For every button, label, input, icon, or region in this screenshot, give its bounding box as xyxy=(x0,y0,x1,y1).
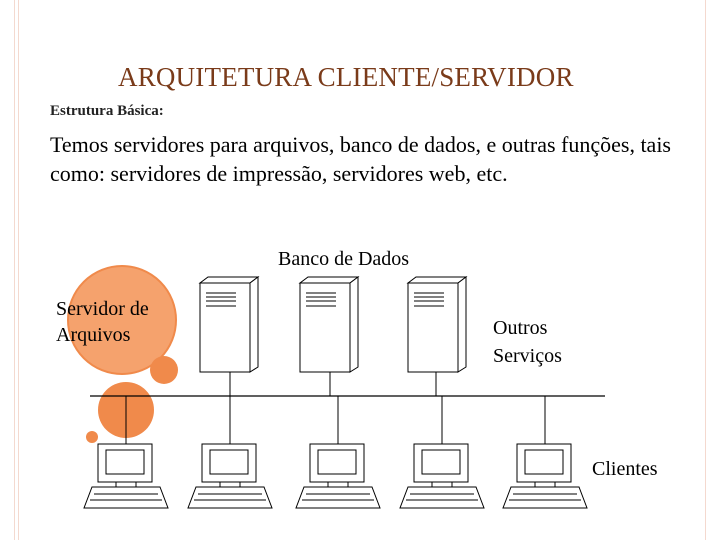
medium-orange-circle xyxy=(150,356,178,384)
slide-title: ARQUITETURA CLIENTE/SERVIDOR xyxy=(118,62,574,92)
client-workstation-4 xyxy=(399,396,485,509)
other-services-label-line2: Serviços xyxy=(493,345,562,367)
large-orange-circle xyxy=(67,265,177,375)
other-services-label: Outros Serviços xyxy=(493,314,562,370)
client-workstation-2 xyxy=(187,396,273,509)
other-services-label-line1: Outros xyxy=(493,317,548,339)
client-workstation-3 xyxy=(295,396,381,509)
frame-left-line-2 xyxy=(18,0,19,540)
server-tower-2 xyxy=(298,276,360,396)
frame-right-line xyxy=(705,0,706,540)
slide-subtitle: Estrutura Básica: xyxy=(50,103,164,119)
server-tower-3 xyxy=(406,276,468,396)
tiny-orange-circle xyxy=(86,431,98,443)
clients-label: Clientes xyxy=(592,458,658,480)
slide-body-text: Temos servidores para arquivos, banco de… xyxy=(50,132,671,186)
file-server-label-line1: Servidor de xyxy=(56,298,149,320)
file-server-label-line2: Arquivos xyxy=(56,324,131,346)
client-workstation-1 xyxy=(83,396,169,509)
frame-left-line xyxy=(14,0,15,540)
file-server-label: Servidor de Arquivos xyxy=(56,296,149,348)
database-label: Banco de Dados xyxy=(278,248,410,270)
client-workstation-5 xyxy=(502,396,588,509)
server-tower-1 xyxy=(198,276,260,396)
